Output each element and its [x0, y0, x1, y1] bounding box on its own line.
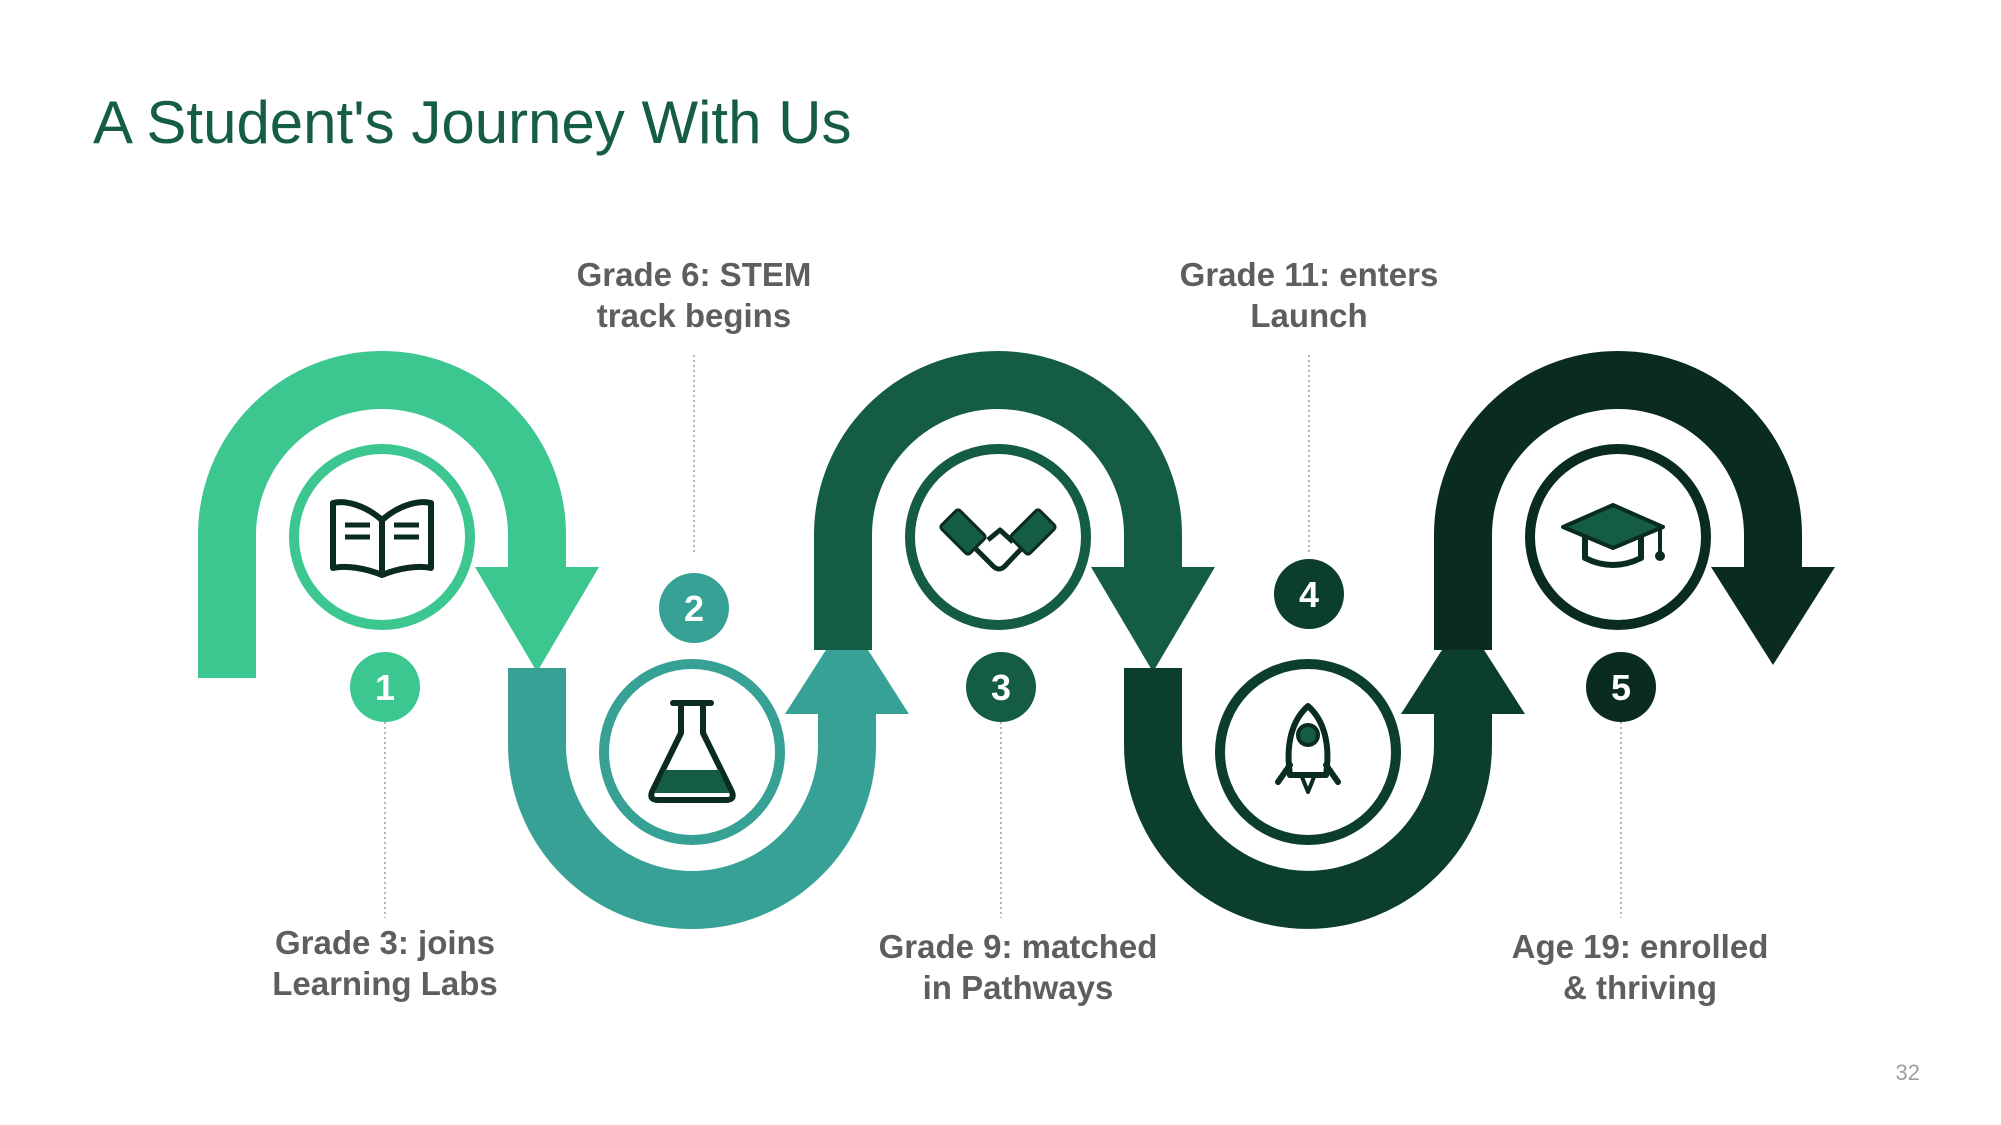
step-label-2-line-2: track begins — [596, 297, 792, 334]
arc-step-1 — [198, 351, 599, 678]
step-badge-1: 1 — [350, 652, 420, 722]
step-label-1-line-2: Learning Labs — [272, 965, 498, 1002]
arc-step-2 — [508, 617, 909, 929]
step-number-4: 4 — [1299, 574, 1319, 615]
slide-title: A Student's Journey With Us — [93, 89, 852, 156]
arc-step-3 — [814, 351, 1215, 672]
step-label-4: Grade 11: enters Launch — [1139, 254, 1479, 336]
rocket-icon — [1275, 703, 1341, 794]
icon-circle-5 — [1525, 444, 1711, 630]
step-label-3-line-2: in Pathways — [922, 969, 1114, 1006]
step-label-4-line-1: Grade 11: enters — [1179, 256, 1439, 293]
handshake-icon — [939, 508, 1057, 572]
step-number-2: 2 — [684, 588, 704, 629]
step-number-1: 1 — [375, 667, 395, 708]
step-label-5-line-2: & thriving — [1563, 969, 1717, 1006]
step-number-5: 5 — [1611, 667, 1631, 708]
step-badge-4: 4 — [1274, 559, 1344, 629]
step-label-3: Grade 9: matched in Pathways — [848, 926, 1188, 1008]
step-label-5: Age 19: enrolled & thriving — [1470, 926, 1810, 1008]
open-book-icon — [330, 499, 434, 578]
icon-circle-2 — [599, 659, 785, 845]
step-label-1-line-1: Grade 3: joins — [274, 924, 496, 961]
step-label-5-line-1: Age 19: enrolled — [1511, 928, 1769, 965]
step-label-3-line-1: Grade 9: matched — [878, 928, 1158, 965]
step-number-3: 3 — [991, 667, 1011, 708]
arc-step-5 — [1434, 351, 1835, 665]
icon-circle-1 — [289, 444, 475, 630]
icon-circle-4 — [1215, 659, 1401, 845]
step-label-2-line-1: Grade 6: STEM — [576, 256, 812, 293]
graduation-cap-icon — [1561, 503, 1665, 568]
step-label-2: Grade 6: STEM track begins — [524, 254, 864, 336]
step-badge-3: 3 — [966, 652, 1036, 722]
step-badge-2: 2 — [659, 573, 729, 643]
arc-step-4 — [1124, 617, 1525, 929]
icon-circle-3 — [905, 444, 1091, 630]
step-label-4-line-2: Launch — [1250, 297, 1368, 334]
step-label-1: Grade 3: joins Learning Labs — [215, 922, 555, 1004]
step-badge-5: 5 — [1586, 652, 1656, 722]
page-number: 32 — [1895, 1060, 1920, 1085]
flask-icon — [648, 700, 736, 803]
